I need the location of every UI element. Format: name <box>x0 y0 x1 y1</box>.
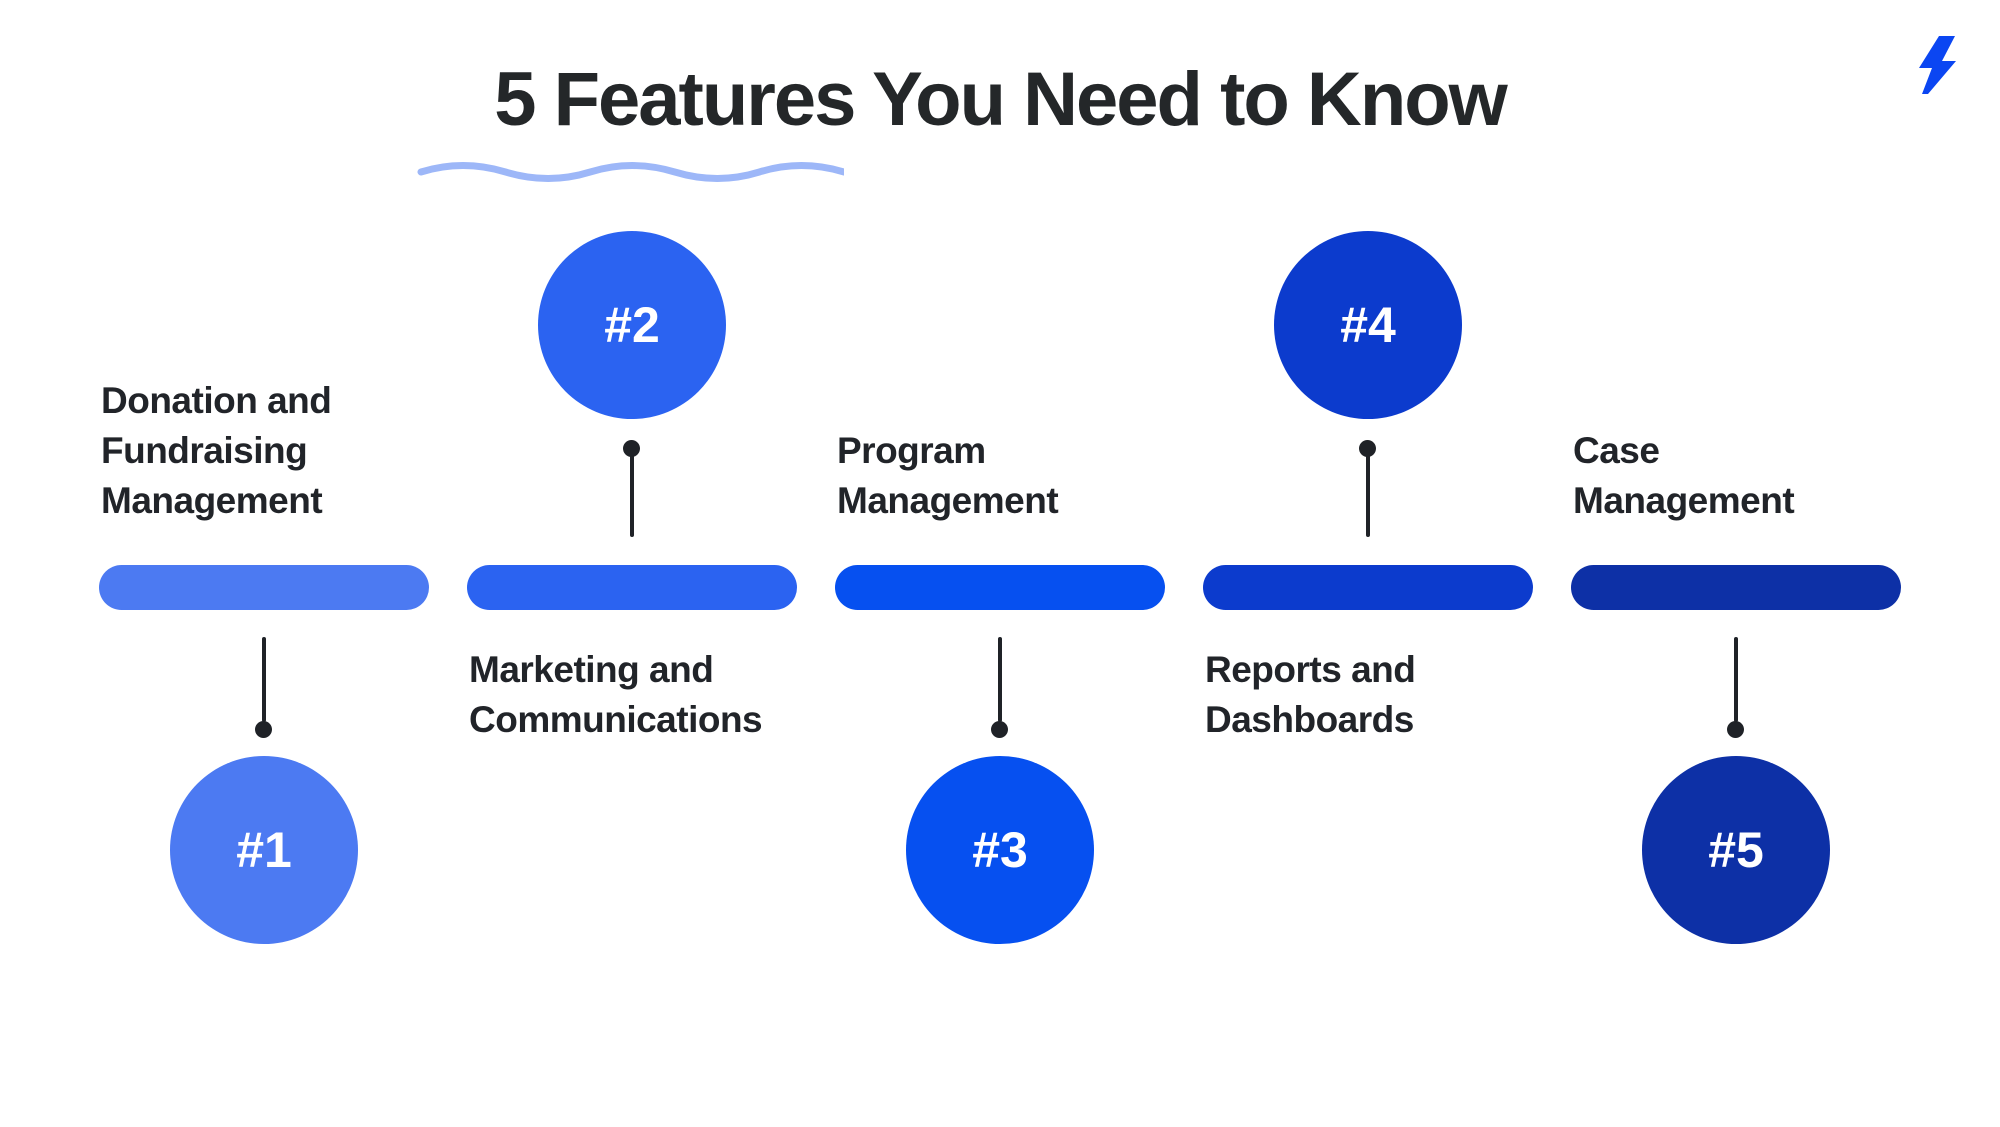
connector-line <box>630 450 634 537</box>
page-title: 5 Features You Need to Know <box>494 57 1508 142</box>
feature-number-circle: #5 <box>1642 756 1830 944</box>
feature-column-4: #4 Reports and Dashboards <box>1203 0 1533 1127</box>
feature-bar <box>1571 565 1901 610</box>
feature-column-1: Donation and Fundraising Management #1 <box>99 0 429 1127</box>
connector-dot <box>1359 440 1376 457</box>
feature-column-2: #2 Marketing and Communications <box>467 0 797 1127</box>
feature-number: #5 <box>1708 822 1764 878</box>
feature-number: #3 <box>972 822 1028 878</box>
feature-label: Program Management <box>837 430 1059 521</box>
connector-dot <box>1727 721 1744 738</box>
feature-label: Marketing and Communications <box>469 649 763 740</box>
feature-number-circle: #3 <box>906 756 1094 944</box>
feature-number-circle: #4 <box>1274 231 1462 419</box>
feature-number: #2 <box>604 297 660 353</box>
feature-number: #1 <box>236 822 292 878</box>
connector-dot <box>991 721 1008 738</box>
feature-number-circle: #2 <box>538 231 726 419</box>
title-wavy-underline <box>417 162 844 182</box>
lightning-bolt-icon <box>1919 36 1956 94</box>
feature-label: Donation and Fundraising Management <box>101 380 332 521</box>
connector-line <box>1734 637 1738 722</box>
feature-number: #4 <box>1340 297 1396 353</box>
connector-line <box>262 637 266 722</box>
connector-dot <box>255 721 272 738</box>
feature-bar <box>835 565 1165 610</box>
connector-line <box>998 637 1002 722</box>
feature-bar <box>99 565 429 610</box>
feature-column-3: Program Management #3 <box>835 0 1165 1127</box>
feature-bar <box>1203 565 1533 610</box>
connector-dot <box>623 440 640 457</box>
feature-column-5: Case Management #5 <box>1571 0 1901 1127</box>
feature-bar <box>467 565 797 610</box>
connector-line <box>1366 450 1370 537</box>
feature-label: Case Management <box>1573 430 1795 521</box>
feature-number-circle: #1 <box>170 756 358 944</box>
feature-label: Reports and Dashboards <box>1205 649 1416 740</box>
